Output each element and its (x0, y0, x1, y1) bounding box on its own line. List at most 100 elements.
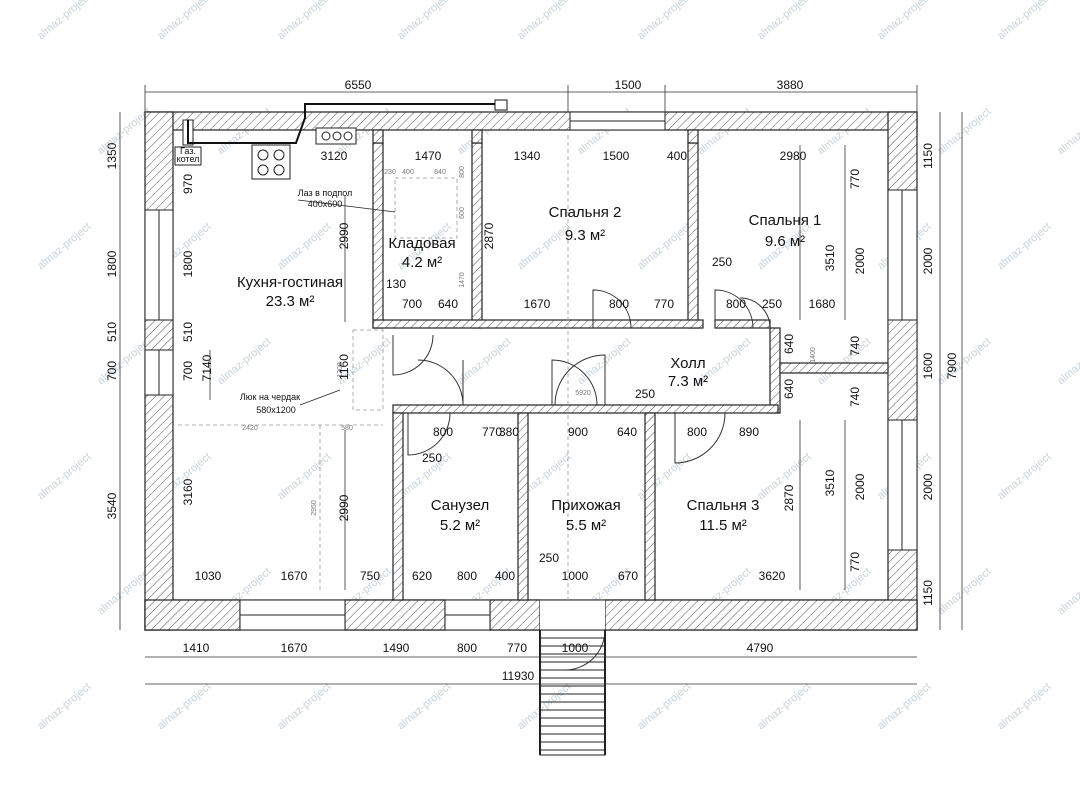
dim-kitchen-vertical: 2990 (337, 222, 351, 249)
dim-mid-row-2: 800 (433, 425, 453, 439)
porch-stairs (539, 629, 606, 756)
dim-bottom-inner: 750 (360, 569, 380, 583)
room-name-pantry: Кладовая (388, 235, 455, 252)
dim-pantry-small: 840 (434, 169, 446, 176)
dim-hatch-small: 2420 (242, 425, 258, 432)
dim-mid-row-2: 250 (635, 387, 655, 401)
watermark-text: almaz-project (1055, 106, 1080, 158)
dim-right-total: 7900 (945, 352, 959, 379)
watermark-text: almaz-project (515, 681, 573, 733)
dimension-lines (119, 85, 963, 685)
watermark-text: almaz-project (755, 681, 813, 733)
dim-right-inner: 740 (848, 387, 862, 407)
dim-pantry-small: 400 (402, 169, 414, 176)
dim-right-window: 2000 (853, 247, 867, 274)
room-area-bathroom: 5.2 м² (440, 517, 480, 534)
dim-bottom-outer: 1490 (383, 641, 410, 655)
dim-mid-row-2: 900 (568, 425, 588, 439)
watermark-text: almaz-project (215, 336, 273, 388)
room-name-bedroom3: Спальня 3 (687, 497, 760, 514)
flue-icon (187, 99, 508, 144)
dim-bottom-outer: 770 (507, 641, 527, 655)
watermark-text: almaz-project (35, 221, 93, 273)
watermark-text: almaz-project (275, 0, 333, 42)
dim-bottom-total: 11930 (502, 669, 535, 683)
dim-right-outer: 2000 (921, 473, 935, 500)
watermark-text: almaz-project (35, 451, 93, 503)
dim-hall-small: 1400 (810, 347, 817, 363)
dim-right-window: 2000 (853, 473, 867, 500)
dim-right-outer: 1150 (921, 143, 935, 169)
dim-mid-row: 800 (726, 297, 746, 311)
dim-bottom-outer: 1670 (281, 641, 308, 655)
dim-bottom-inner: 400 (495, 569, 515, 583)
room-area-entrance: 5.5 м² (566, 517, 606, 534)
room-area-bedroom3: 11.5 м² (699, 517, 747, 534)
stove-icon (251, 144, 291, 180)
dim-mid-row: 250 (712, 255, 732, 269)
watermark-text: almaz-project (635, 451, 693, 503)
dim-kitchen-vertical: 1160 (337, 354, 351, 380)
dim-top-inner: 3120 (321, 149, 348, 163)
dim-bottom-inner: 1030 (195, 569, 222, 583)
dim-top-outer: 3880 (777, 78, 804, 92)
room-area-pantry: 4.2 м² (402, 254, 442, 271)
watermark-text: almaz-project (935, 336, 993, 388)
dim-left-outer: 510 (105, 322, 119, 342)
watermark-text: almaz-project (455, 336, 513, 388)
dimension-texts: 6550 1500 3880 3120 1470 1340 1500 400 2… (105, 78, 959, 683)
dim-hall-small: 5920 (575, 390, 591, 397)
dim-bottom-outer: 4790 (747, 641, 774, 655)
watermark-text: almaz-project (635, 681, 693, 733)
dim-left-outer: 3540 (105, 492, 119, 519)
dim-right-inner: 770 (848, 552, 862, 572)
note-floor-hatch-1: Лаз в подпол (298, 188, 353, 198)
dim-top-outer: 1500 (615, 78, 642, 92)
dim-bottom-outer: 800 (457, 641, 477, 655)
sink-icon (315, 127, 357, 145)
note-floor-hatch-2: 400х600 (308, 199, 343, 209)
dim-bottom-inner: 800 (457, 569, 477, 583)
dim-top-inner: 1340 (514, 149, 541, 163)
watermark-text: almaz-project (995, 0, 1053, 42)
watermark-text: almaz-project (815, 336, 873, 388)
room-name-bedroom2: Спальня 2 (549, 204, 622, 221)
dim-left-outer: 1350 (105, 142, 119, 169)
watermark-text: almaz-project (155, 681, 213, 733)
windows (144, 111, 918, 631)
watermark-text: almaz-project (635, 221, 693, 273)
dim-mid-row: 640 (438, 297, 458, 311)
watermark-text: almaz-project (395, 681, 453, 733)
dim-left-outer: 1800 (105, 250, 119, 277)
room-name-entrance: Прихожая (551, 497, 621, 514)
dim-bottom-inner: 1000 (562, 569, 589, 583)
watermark-text: almaz-project (875, 0, 933, 42)
watermark-text: almaz-project (635, 0, 693, 42)
dim-left-total: 7140 (200, 354, 214, 381)
dim-top-inner: 1470 (415, 149, 442, 163)
dim-pantry-side: 1470 (459, 272, 466, 288)
watermark-text: almaz-project (395, 0, 453, 42)
dim-misc: 250 (422, 451, 442, 465)
watermark-text: almaz-project (935, 566, 993, 618)
room-name-bathroom: Санузел (431, 497, 489, 514)
room-area-kitchen: 23.3 м² (266, 293, 315, 310)
dim-hatch-small: 580 (341, 425, 353, 432)
room-name-hall: Холл (670, 355, 705, 372)
dim-mid-row-2: 770 (482, 425, 502, 439)
dim-pantry-small: 230 (384, 169, 396, 176)
dim-mid-row-2: 890 (739, 425, 759, 439)
dim-right-inner: 770 (848, 169, 862, 189)
dim-left-inner: 510 (181, 322, 195, 342)
dim-hatch-small: 1200 (337, 362, 344, 378)
room-name-kitchen: Кухня-гостиная (237, 274, 343, 291)
dim-mid-row: 1680 (809, 297, 836, 311)
notes: Газ. котел Лаз в подпол 400х600 Люк на ч… (177, 146, 396, 415)
watermark-text: almaz-project (995, 221, 1053, 273)
watermark-text: almaz-project (995, 451, 1053, 503)
watermark-text: almaz-project (275, 681, 333, 733)
dim-left-inner: 970 (181, 174, 195, 194)
dim-right-inner: 3510 (823, 244, 837, 271)
dim-left-inner: 700 (181, 361, 195, 381)
